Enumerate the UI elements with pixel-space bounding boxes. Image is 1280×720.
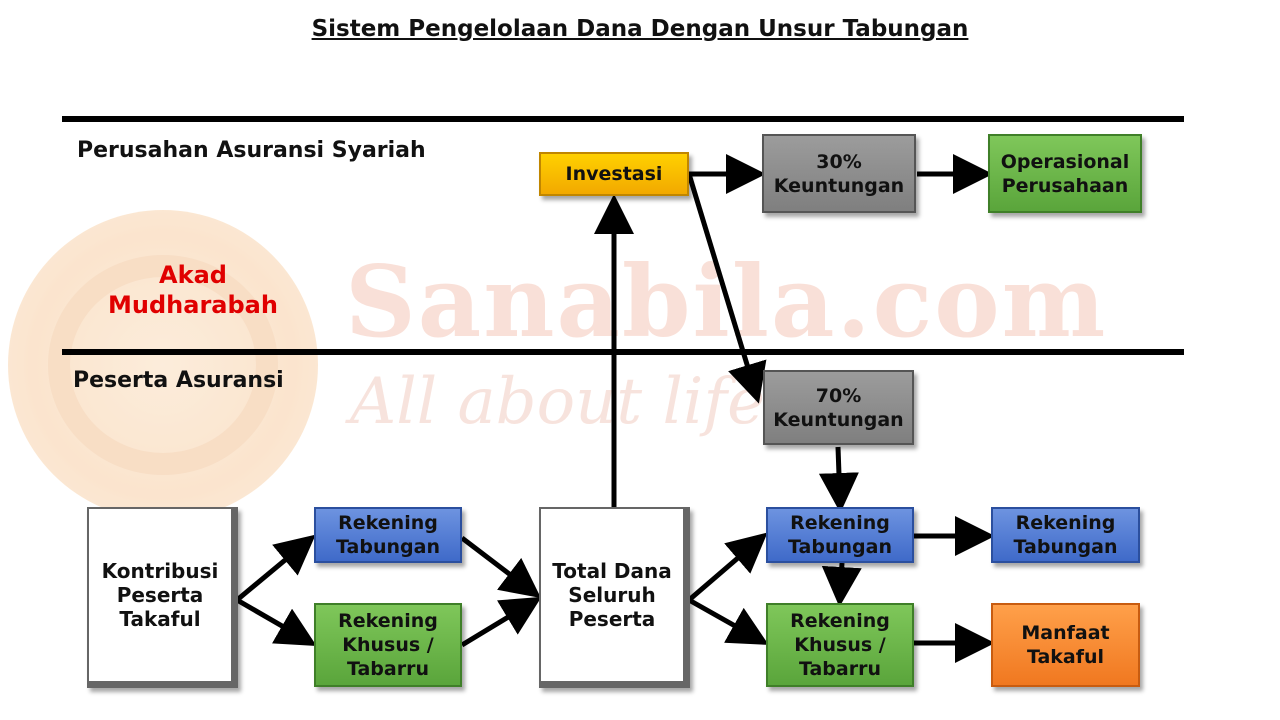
middle-divider	[62, 349, 1184, 355]
rekening-tabungan-box-3: Rekening Tabungan	[991, 507, 1140, 563]
operasional-box: Operasional Perusahaan	[988, 134, 1142, 213]
arrow-total-to-khusus2	[687, 597, 769, 645]
arrow-kontribusi-to-tabungan	[235, 534, 316, 602]
arrow-tabungan-to-total	[460, 536, 541, 599]
total-dana-label: Total Dana Seluruh Peserta	[552, 559, 672, 631]
akad-text: Akad Mudharabah	[108, 261, 278, 319]
arrow-tabungan2-to-khusus2	[821, 562, 862, 607]
keuntungan-30-box: 30% Keuntungan	[762, 134, 916, 213]
keuntungan-30-label: 30% Keuntungan	[773, 150, 905, 197]
investasi-label: Investasi	[565, 163, 663, 185]
rekening-tabungan-label-3: Rekening Tabungan	[1013, 512, 1118, 558]
manfaat-takaful-box: Manfaat Takaful	[991, 603, 1140, 687]
kontribusi-label: Kontribusi Peserta Takaful	[101, 559, 219, 631]
keuntungan-70-label: 70% Keuntungan	[773, 384, 904, 431]
rekening-khusus-label-2: Rekening Khusus / Tabarru	[790, 610, 890, 680]
keuntungan-70-box: 70% Keuntungan	[763, 370, 914, 445]
rekening-khusus-box-1: Rekening Khusus / Tabarru	[314, 603, 462, 687]
rekening-khusus-label-1: Rekening Khusus / Tabarru	[338, 610, 438, 680]
rekening-khusus-box-2: Rekening Khusus / Tabarru	[766, 603, 914, 687]
total-dana-box: Total Dana Seluruh Peserta	[539, 507, 690, 688]
rekening-tabungan-label-1: Rekening Tabungan	[336, 512, 440, 558]
operasional-label: Operasional Perusahaan	[1000, 150, 1130, 197]
arrow-total-to-tabungan2	[687, 532, 768, 602]
arrow-investasi-to-70	[686, 173, 767, 404]
top-divider	[62, 116, 1184, 122]
section-company-label: Perusahan Asuransi Syariah	[77, 138, 426, 163]
section-participant-label: Peserta Asuransi	[73, 368, 284, 393]
rekening-tabungan-box-2: Rekening Tabungan	[766, 507, 914, 563]
arrow-khusus-to-total	[460, 596, 542, 648]
arrow-kontribusi-to-khusus	[235, 597, 317, 647]
diagram-title: Sistem Pengelolaan Dana Dengan Unsur Tab…	[311, 16, 969, 42]
arrow-70-to-tabungan	[818, 446, 859, 513]
akad-mudharabah-label: Akad Mudharabah	[98, 260, 288, 320]
manfaat-takaful-label: Manfaat Takaful	[1021, 622, 1110, 668]
kontribusi-box: Kontribusi Peserta Takaful	[87, 507, 238, 688]
rekening-tabungan-label-2: Rekening Tabungan	[788, 512, 892, 558]
rekening-tabungan-box-1: Rekening Tabungan	[314, 507, 462, 563]
investasi-box: Investasi	[539, 152, 689, 196]
